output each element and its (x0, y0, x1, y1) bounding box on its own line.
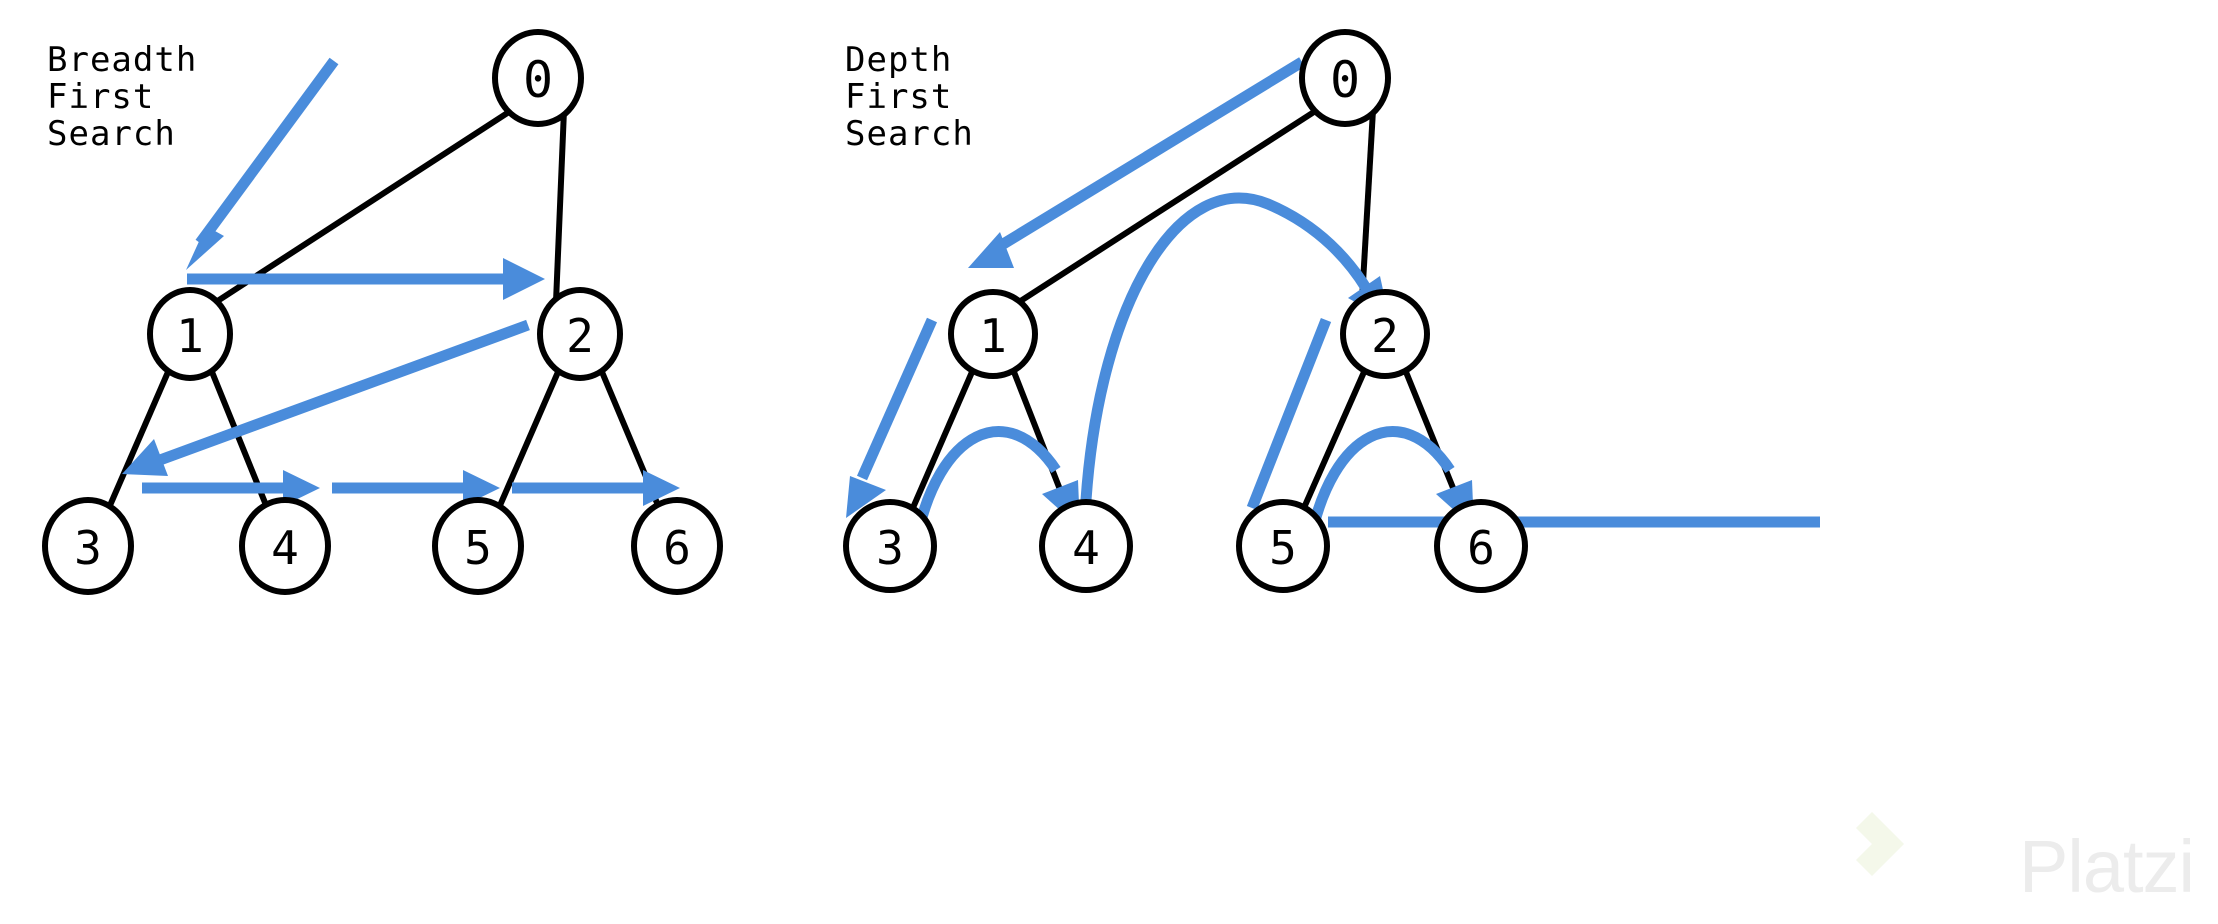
bfs-node-2-label: 2 (566, 309, 594, 363)
dfs-edge-0-1 (1017, 107, 1319, 305)
bfs-panel: 0 1 2 3 4 (42, 29, 723, 595)
dfs-node-0-label: 0 (1330, 51, 1360, 109)
dfs-nodes: 0 1 2 3 4 (843, 29, 1528, 593)
dfs-edge-0-2 (1359, 109, 1376, 301)
bfs-node-1[interactable]: 1 (147, 287, 233, 381)
dfs-panel: 0 1 2 3 4 (843, 29, 1820, 593)
bfs-arrow-0-to-1 (186, 57, 339, 270)
bfs-arrow-1-to-2 (187, 258, 545, 300)
bfs-node-5-label: 5 (464, 521, 492, 575)
dfs-edge-2-5 (1300, 370, 1367, 512)
dfs-node-2-label: 2 (1371, 309, 1399, 363)
bfs-tree-edges (105, 107, 663, 512)
dfs-node-1[interactable]: 1 (948, 289, 1038, 379)
bfs-caption-line-1: Breadth (47, 40, 198, 80)
bfs-edge-1-3 (105, 370, 171, 512)
dfs-node-3-label: 3 (876, 521, 904, 575)
dfs-caption: Depth First Search (845, 42, 974, 153)
bfs-arrow-5-to-6 (512, 470, 680, 506)
dfs-edge-1-3 (909, 370, 975, 512)
dfs-edge-2-6 (1403, 370, 1465, 512)
bfs-arrow-3-to-4 (142, 470, 320, 506)
platzi-logo-icon (1856, 812, 1904, 876)
bfs-node-1-label: 1 (176, 309, 204, 363)
dfs-node-2[interactable]: 2 (1340, 289, 1430, 379)
dfs-node-3[interactable]: 3 (843, 499, 937, 593)
bfs-edge-2-5 (495, 370, 561, 512)
dfs-node-4-label: 4 (1072, 521, 1100, 575)
bfs-traversal-arrows (122, 57, 680, 506)
bfs-edge-0-2 (553, 109, 567, 303)
bfs-node-0[interactable]: 0 (492, 29, 584, 127)
dfs-arrow-0-to-1 (968, 57, 1305, 268)
bfs-node-6[interactable]: 6 (631, 497, 723, 595)
bfs-node-2[interactable]: 2 (537, 287, 623, 381)
bfs-node-5[interactable]: 5 (432, 497, 524, 595)
dfs-node-6[interactable]: 6 (1434, 499, 1528, 593)
dfs-edge-1-4 (1011, 370, 1071, 512)
bfs-node-0-label: 0 (523, 51, 553, 109)
dfs-caption-line-1: Depth (845, 40, 953, 80)
bfs-arrow-4-to-5 (332, 470, 500, 506)
dfs-node-4[interactable]: 4 (1039, 499, 1133, 593)
dfs-tree-edges (909, 107, 1465, 512)
dfs-caption-line-2: First (845, 77, 953, 117)
bfs-arrow-2-to-3 (122, 319, 530, 476)
bfs-caption-line-3: Search (47, 114, 176, 154)
dfs-node-5-label: 5 (1269, 521, 1297, 575)
bfs-node-3-label: 3 (74, 521, 102, 575)
bfs-edge-0-1 (214, 107, 514, 305)
dfs-node-6-label: 6 (1467, 521, 1495, 575)
dfs-caption-line-3: Search (845, 114, 974, 154)
bfs-node-4[interactable]: 4 (239, 497, 331, 595)
bfs-caption-line-2: First (47, 77, 155, 117)
dfs-arrow-2-to-5-visible (1246, 317, 1332, 511)
bfs-caption: Breadth First Search (47, 42, 197, 153)
bfs-node-6-label: 6 (663, 521, 691, 575)
dfs-node-5[interactable]: 5 (1236, 499, 1330, 593)
dfs-node-1-label: 1 (979, 309, 1007, 363)
bfs-nodes: 0 1 2 3 4 (42, 29, 723, 595)
bfs-node-3[interactable]: 3 (42, 497, 134, 595)
dfs-node-0[interactable]: 0 (1299, 29, 1391, 127)
dfs-arrow-1-to-3 (846, 317, 938, 518)
bfs-node-4-label: 4 (271, 521, 299, 575)
